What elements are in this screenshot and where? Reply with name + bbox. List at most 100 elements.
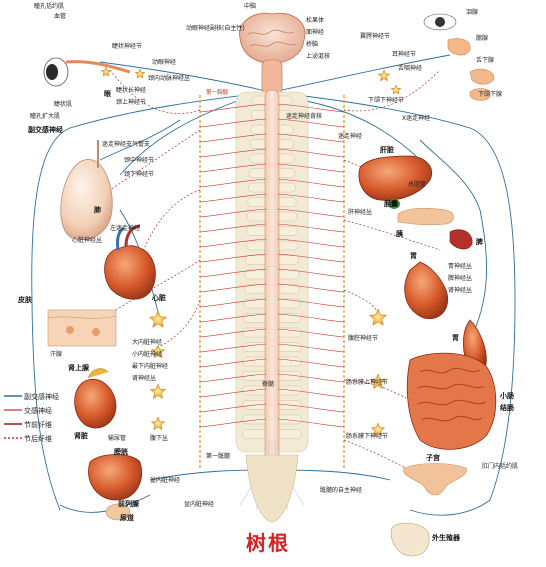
ramus-line	[277, 298, 345, 308]
ramus-line	[199, 253, 267, 263]
ramus-line	[277, 313, 345, 323]
label-cervical-sup: 颈上神经节	[116, 98, 146, 106]
label-uterus: 子宫	[426, 453, 440, 462]
label-left-vagus: 左迷走神经	[110, 224, 140, 232]
label-vagus-dorsal: 迷走神经支气管支	[102, 140, 150, 148]
ramus-line	[277, 178, 345, 188]
label-vagus2: 迷走神经	[338, 132, 362, 140]
label-genitals: 外生殖器	[432, 533, 461, 542]
ramus-line	[199, 328, 267, 338]
label-skin: 皮肤	[17, 295, 33, 304]
external-genitals	[390, 522, 430, 557]
label-ciliary-ganglion: 睫状神经节	[112, 42, 142, 50]
label-celiac: 腹腔神经节	[348, 334, 378, 342]
ramus-line	[277, 148, 345, 158]
label-ciliary-long: 睫状长神经	[116, 86, 146, 94]
ramus-line	[277, 343, 345, 353]
ganglia	[100, 66, 402, 437]
label-stomach-plexus: 胃神经丛	[448, 262, 472, 270]
ramus-line	[199, 103, 267, 113]
ramus-line	[199, 223, 267, 233]
label-bladder: 膀胱	[113, 447, 128, 456]
legend-preganglionic: 节前纤维	[24, 420, 52, 429]
bladder	[88, 454, 142, 521]
ramus-line	[199, 133, 267, 143]
legend-postganglionic: 节后纤维	[24, 434, 52, 443]
label-parasympathetic: 副交感神经	[28, 125, 63, 134]
ramus-line	[277, 163, 345, 173]
label-sacral-autonomic: 骶髓的自主神经	[320, 486, 362, 494]
sympathetic-chains	[199, 95, 345, 470]
label-pineal: 松果体	[306, 16, 324, 24]
ramus-line	[199, 403, 267, 413]
ramus-line	[199, 193, 267, 203]
label-heart: 心脏	[152, 293, 166, 302]
label-spleen-plexus: 脾神经丛	[448, 274, 472, 282]
ramus-line	[199, 148, 267, 158]
legend-sympathetic: 交感神经	[24, 406, 52, 415]
lacrimal-gland	[423, 13, 495, 101]
ramus-line	[199, 208, 267, 218]
liver	[358, 155, 433, 209]
ramus-line	[199, 118, 267, 128]
label-large-intestine: 结肠	[499, 403, 514, 412]
label-lacrimal: 泪腺	[466, 8, 478, 16]
label-sweat: 汗腺	[50, 350, 62, 358]
label-ear-ganglion: 耳神经节	[392, 50, 416, 58]
labels-right: 翼腭神经节 泪腺 耳神经节 腮腺 舌咽神经 舌下腺 下颌下腺 下颌下神经节 X迷…	[320, 8, 518, 542]
label-submandibular-g: 下颌下神经节	[368, 96, 404, 104]
rami-communicantes	[199, 103, 345, 428]
ramus-line	[277, 253, 345, 263]
ramus-line	[199, 418, 267, 428]
label-urethra: 尿道	[120, 513, 134, 522]
label-small-intestine: 小肠	[499, 391, 514, 400]
ramus-line	[277, 208, 345, 218]
ganglion	[377, 69, 391, 82]
label-cardiac-plexus: 心脏神经丛	[72, 236, 102, 244]
label-pancreas: 胰	[395, 229, 403, 238]
label-lesser-splanchnic: 小内脏神经	[132, 350, 162, 358]
label-adrenal: 肾上腺	[68, 363, 90, 372]
label-eye: 眼	[104, 89, 111, 98]
label-pelvic: 盆内脏神经	[150, 476, 180, 484]
label-upper-mesenteric: 肠系膜上神经节	[346, 378, 388, 386]
label-spleen: 脾	[475, 237, 483, 246]
ganglion	[148, 310, 168, 328]
label-least-splanchnic: 最下内脏神经	[132, 362, 168, 370]
ramus-line	[199, 283, 267, 293]
label-hepatic-plexus: 肝神经丛	[348, 208, 372, 216]
ramus-line	[199, 343, 267, 353]
label-renal-plexus-r: 肾神经丛	[448, 286, 472, 294]
ramus-line	[277, 193, 345, 203]
label-sacral-sympathetic: 第一骶髓	[206, 452, 230, 460]
label-submandibular: 下颌下腺	[478, 90, 502, 98]
label-common-bile: 总胆管	[408, 180, 426, 188]
label-stomach: 胃	[452, 333, 459, 342]
labels-left: 瞳孔括约肌 血管 睫状神经节 睫状肌 瞳孔扩大肌 眼 动眼神经 颈内动脉神经丛 …	[17, 2, 230, 522]
ramus-line	[199, 313, 267, 323]
label-ureter: 输尿管	[108, 434, 126, 442]
legend: 副交感神经 交感神经 节前纤维 节后纤维	[4, 392, 59, 443]
ramus-line	[277, 283, 345, 293]
ramus-line	[199, 178, 267, 188]
label-sublingual: 舌下腺	[476, 56, 494, 64]
ramus-line	[277, 223, 345, 233]
spinal-column	[235, 89, 309, 523]
label-lower-belly: 腹下丛	[150, 434, 168, 442]
ramus-line	[199, 373, 267, 383]
ramus-line	[199, 298, 267, 308]
label-stomach-small: 胃	[410, 251, 417, 260]
label-vagus-r: X迷走神经	[402, 114, 430, 122]
intestines	[406, 352, 497, 450]
ramus-line	[277, 238, 345, 248]
label-lung: 肺	[94, 205, 101, 214]
brain	[239, 12, 306, 95]
ramus-line	[277, 103, 345, 113]
ramus-line	[277, 133, 345, 143]
ramus-line	[277, 358, 345, 368]
label-kidney: 肾脏	[74, 431, 88, 440]
labels-center: 中脑 动眼神经副核(自主性) 松果体 面神经 桥脑 上泌涎核 迷走神经背核 脊髓	[186, 2, 330, 388]
ramus-line	[277, 373, 345, 383]
ganglion	[150, 344, 166, 359]
